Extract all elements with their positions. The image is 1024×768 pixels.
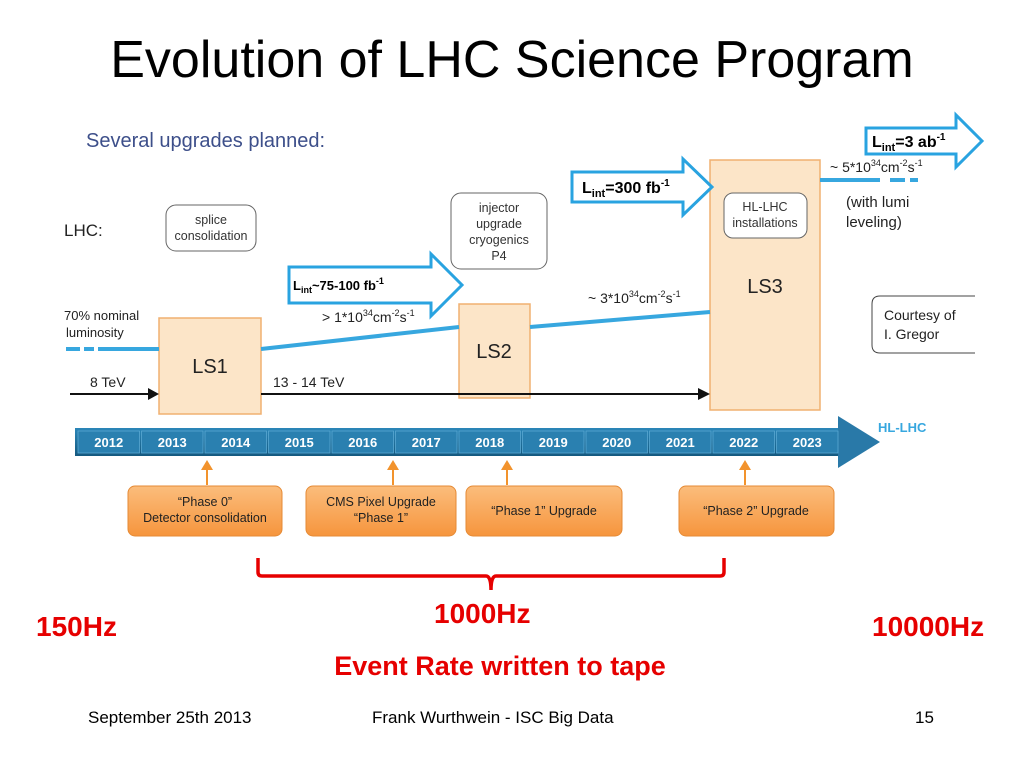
lint-arrow-300: Lint=300 fb-1 <box>570 155 715 219</box>
svg-text:luminosity: luminosity <box>66 325 124 340</box>
svg-text:Lint~75-100 fb-1: Lint~75-100 fb-1 <box>293 276 384 295</box>
svg-text:consolidation: consolidation <box>175 229 248 243</box>
footer-page-number: 15 <box>915 708 934 727</box>
note-splice-consolidation: splice consolidation <box>165 204 257 252</box>
phase-box-2: “Phase 2” Upgrade <box>678 485 835 537</box>
svg-text:Courtesy of: Courtesy of <box>884 307 956 323</box>
year-label: 2015 <box>285 435 314 450</box>
svg-text:splice: splice <box>195 213 227 227</box>
year-cell <box>77 430 140 454</box>
phase-arrows <box>201 460 751 485</box>
hl-lhc-label: HL-LHC <box>878 420 927 435</box>
phase-box-0: “Phase 0” Detector consolidation <box>127 485 283 537</box>
note-hl-lhc-installations: HL-LHC <box>742 200 787 214</box>
year-label: 2018 <box>475 435 504 450</box>
svg-text:installations: installations <box>732 216 797 230</box>
svg-text:LS1: LS1 <box>192 356 228 378</box>
year-label: 2013 <box>158 435 187 450</box>
nominal-luminosity-label: 70% nominal <box>64 308 139 323</box>
year-label: 2020 <box>602 435 631 450</box>
note-injector-upgrade: injector upgrade cryogenics P4 <box>450 192 548 270</box>
svg-text:P4: P4 <box>491 249 506 263</box>
year-label: 2022 <box>729 435 758 450</box>
footer-author: Frank Wurthwein - ISC Big Data <box>372 708 614 727</box>
courtesy-box: Courtesy of I. Gregor <box>871 295 975 354</box>
year-cell <box>649 430 712 454</box>
year-cell <box>585 430 648 454</box>
svg-text:I. Gregor: I. Gregor <box>884 326 940 342</box>
svg-text:“Phase 1” Upgrade: “Phase 1” Upgrade <box>491 504 597 518</box>
year-label: 2014 <box>221 435 251 450</box>
lumi-label-1e34: > 1*1034cm-2s-1 <box>322 308 415 325</box>
luminosity-line <box>66 178 918 351</box>
year-cell <box>204 430 267 454</box>
year-label: 2012 <box>94 435 123 450</box>
rate-brace <box>256 558 726 591</box>
lhc-timeline-diagram: Several upgrades planned: LHC: splice co… <box>64 111 985 591</box>
lumi-label-3e34: ~ 3*1034cm-2s-1 <box>588 289 681 306</box>
shutdown-ls2: LS2 <box>458 303 531 399</box>
svg-text:13 - 14 TeV: 13 - 14 TeV <box>273 374 345 390</box>
svg-text:Lint=3 ab-1: Lint=3 ab-1 <box>872 132 946 154</box>
year-cell <box>268 430 331 454</box>
svg-text:“Phase 0”: “Phase 0” <box>178 495 232 509</box>
shutdown-ls3: HL-LHC installations LS3 <box>709 159 821 411</box>
year-cell <box>331 430 394 454</box>
svg-text:Lint=300 fb-1: Lint=300 fb-1 <box>582 178 670 200</box>
footer-date: September 25th 2013 <box>88 708 252 727</box>
shutdown-ls1: LS1 <box>158 317 262 415</box>
year-timeline: HL-LHC 2012 2013 2014 2015 2016 2017 2018 2019 2… <box>75 416 927 468</box>
diagram-subtitle: Several upgrades planned: <box>86 130 325 152</box>
svg-text:upgrade: upgrade <box>476 217 522 231</box>
year-label: 2019 <box>539 435 568 450</box>
event-rate-caption: Event Rate written to tape <box>334 651 666 681</box>
phase-box-pixel: CMS Pixel Upgrade “Phase 1” <box>305 485 457 537</box>
lint-arrow-3ab: Lint=3 ab-1 <box>864 111 985 171</box>
lumi-leveling-label: (with lumi <box>846 194 909 211</box>
year-cell <box>776 430 839 454</box>
rate-1000hz: 1000Hz <box>434 598 531 629</box>
year-label: 2021 <box>666 435 695 450</box>
svg-text:“Phase 1”: “Phase 1” <box>354 511 408 525</box>
svg-text:CMS Pixel Upgrade: CMS Pixel Upgrade <box>326 495 436 509</box>
rate-10000hz: 10000Hz <box>872 611 985 642</box>
year-label: 2016 <box>348 435 377 450</box>
rate-150hz: 150Hz <box>36 611 117 642</box>
year-label: 2023 <box>793 435 822 450</box>
year-label: 2017 <box>412 435 441 450</box>
svg-text:“Phase 2” Upgrade: “Phase 2” Upgrade <box>703 504 809 518</box>
svg-text:LS2: LS2 <box>476 341 512 363</box>
lumi-label-5e34: ~ 5*1034cm-2s-1 <box>830 158 923 175</box>
svg-text:Detector consolidation: Detector consolidation <box>143 511 267 525</box>
year-cell <box>712 430 775 454</box>
svg-text:injector: injector <box>479 201 519 215</box>
slide-title: Evolution of LHC Science Program <box>110 31 914 89</box>
year-cell <box>522 430 585 454</box>
lint-arrow-75-100: Lint~75-100 fb-1 <box>287 250 465 320</box>
year-cell <box>141 430 204 454</box>
year-cell <box>395 430 458 454</box>
energy-arrow-8tev: 8 TeV <box>70 374 159 400</box>
svg-text:LS3: LS3 <box>747 276 783 298</box>
lhc-label: LHC: <box>64 221 103 240</box>
svg-text:8 TeV: 8 TeV <box>90 374 126 390</box>
svg-text:cryogenics: cryogenics <box>469 233 529 247</box>
svg-text:leveling): leveling) <box>846 214 902 231</box>
year-cell <box>458 430 521 454</box>
phase-box-1: “Phase 1” Upgrade <box>465 485 623 537</box>
energy-arrow-13tev: 13 - 14 TeV <box>261 374 710 400</box>
